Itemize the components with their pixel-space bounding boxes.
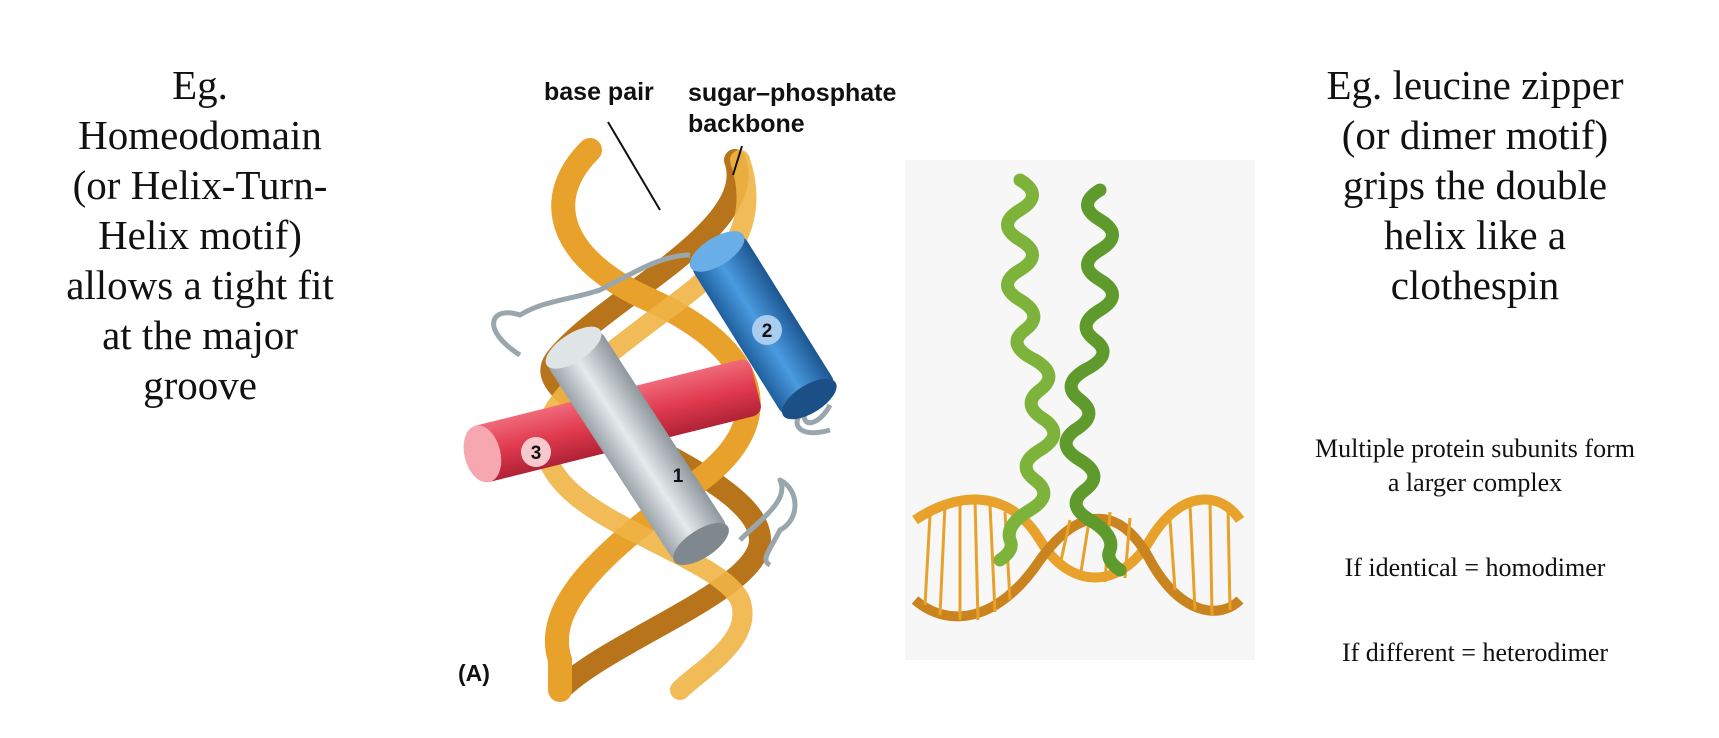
zipper-dna-bases bbox=[923, 499, 1232, 621]
zipper-dna-strand-1 bbox=[912, 494, 1245, 583]
zipper-helix-left bbox=[993, 173, 1061, 567]
helix-number-badges: 3 2 1 bbox=[521, 315, 782, 487]
homeodomain-dna-illustration: 3 2 1 bbox=[463, 121, 837, 702]
base-pair-leader bbox=[607, 121, 661, 211]
zipper-helix-right bbox=[1059, 183, 1127, 577]
helix-3-number: 3 bbox=[531, 443, 542, 464]
dimer-notes: Multiple protein subunits form a larger … bbox=[1260, 398, 1690, 704]
leucine-zipper-illustration bbox=[905, 160, 1255, 660]
homeodomain-description: Eg. Homeodomain (or Helix-Turn- Helix mo… bbox=[66, 62, 334, 408]
panel-a-label: (A) bbox=[458, 660, 490, 686]
helix-1-number: 1 bbox=[673, 466, 684, 487]
helix-2-number: 2 bbox=[762, 321, 773, 342]
notes-homodimer-line: If identical = homodimer bbox=[1344, 553, 1606, 582]
leucine-zipper-description: Eg. leucine zipper (or dimer motif) grip… bbox=[1326, 62, 1624, 308]
backbone-label: sugar–phosphate backbone bbox=[688, 79, 897, 138]
notes-complex-line: Multiple protein subunits form a larger … bbox=[1315, 434, 1635, 497]
base-pair-label: base pair bbox=[544, 78, 654, 106]
helix-1-cylinder bbox=[545, 326, 729, 565]
dna-backbone-front-2 bbox=[534, 150, 757, 700]
backbone-leader bbox=[732, 145, 743, 176]
notes-heterodimer-line: If different = heterodimer bbox=[1341, 638, 1609, 667]
